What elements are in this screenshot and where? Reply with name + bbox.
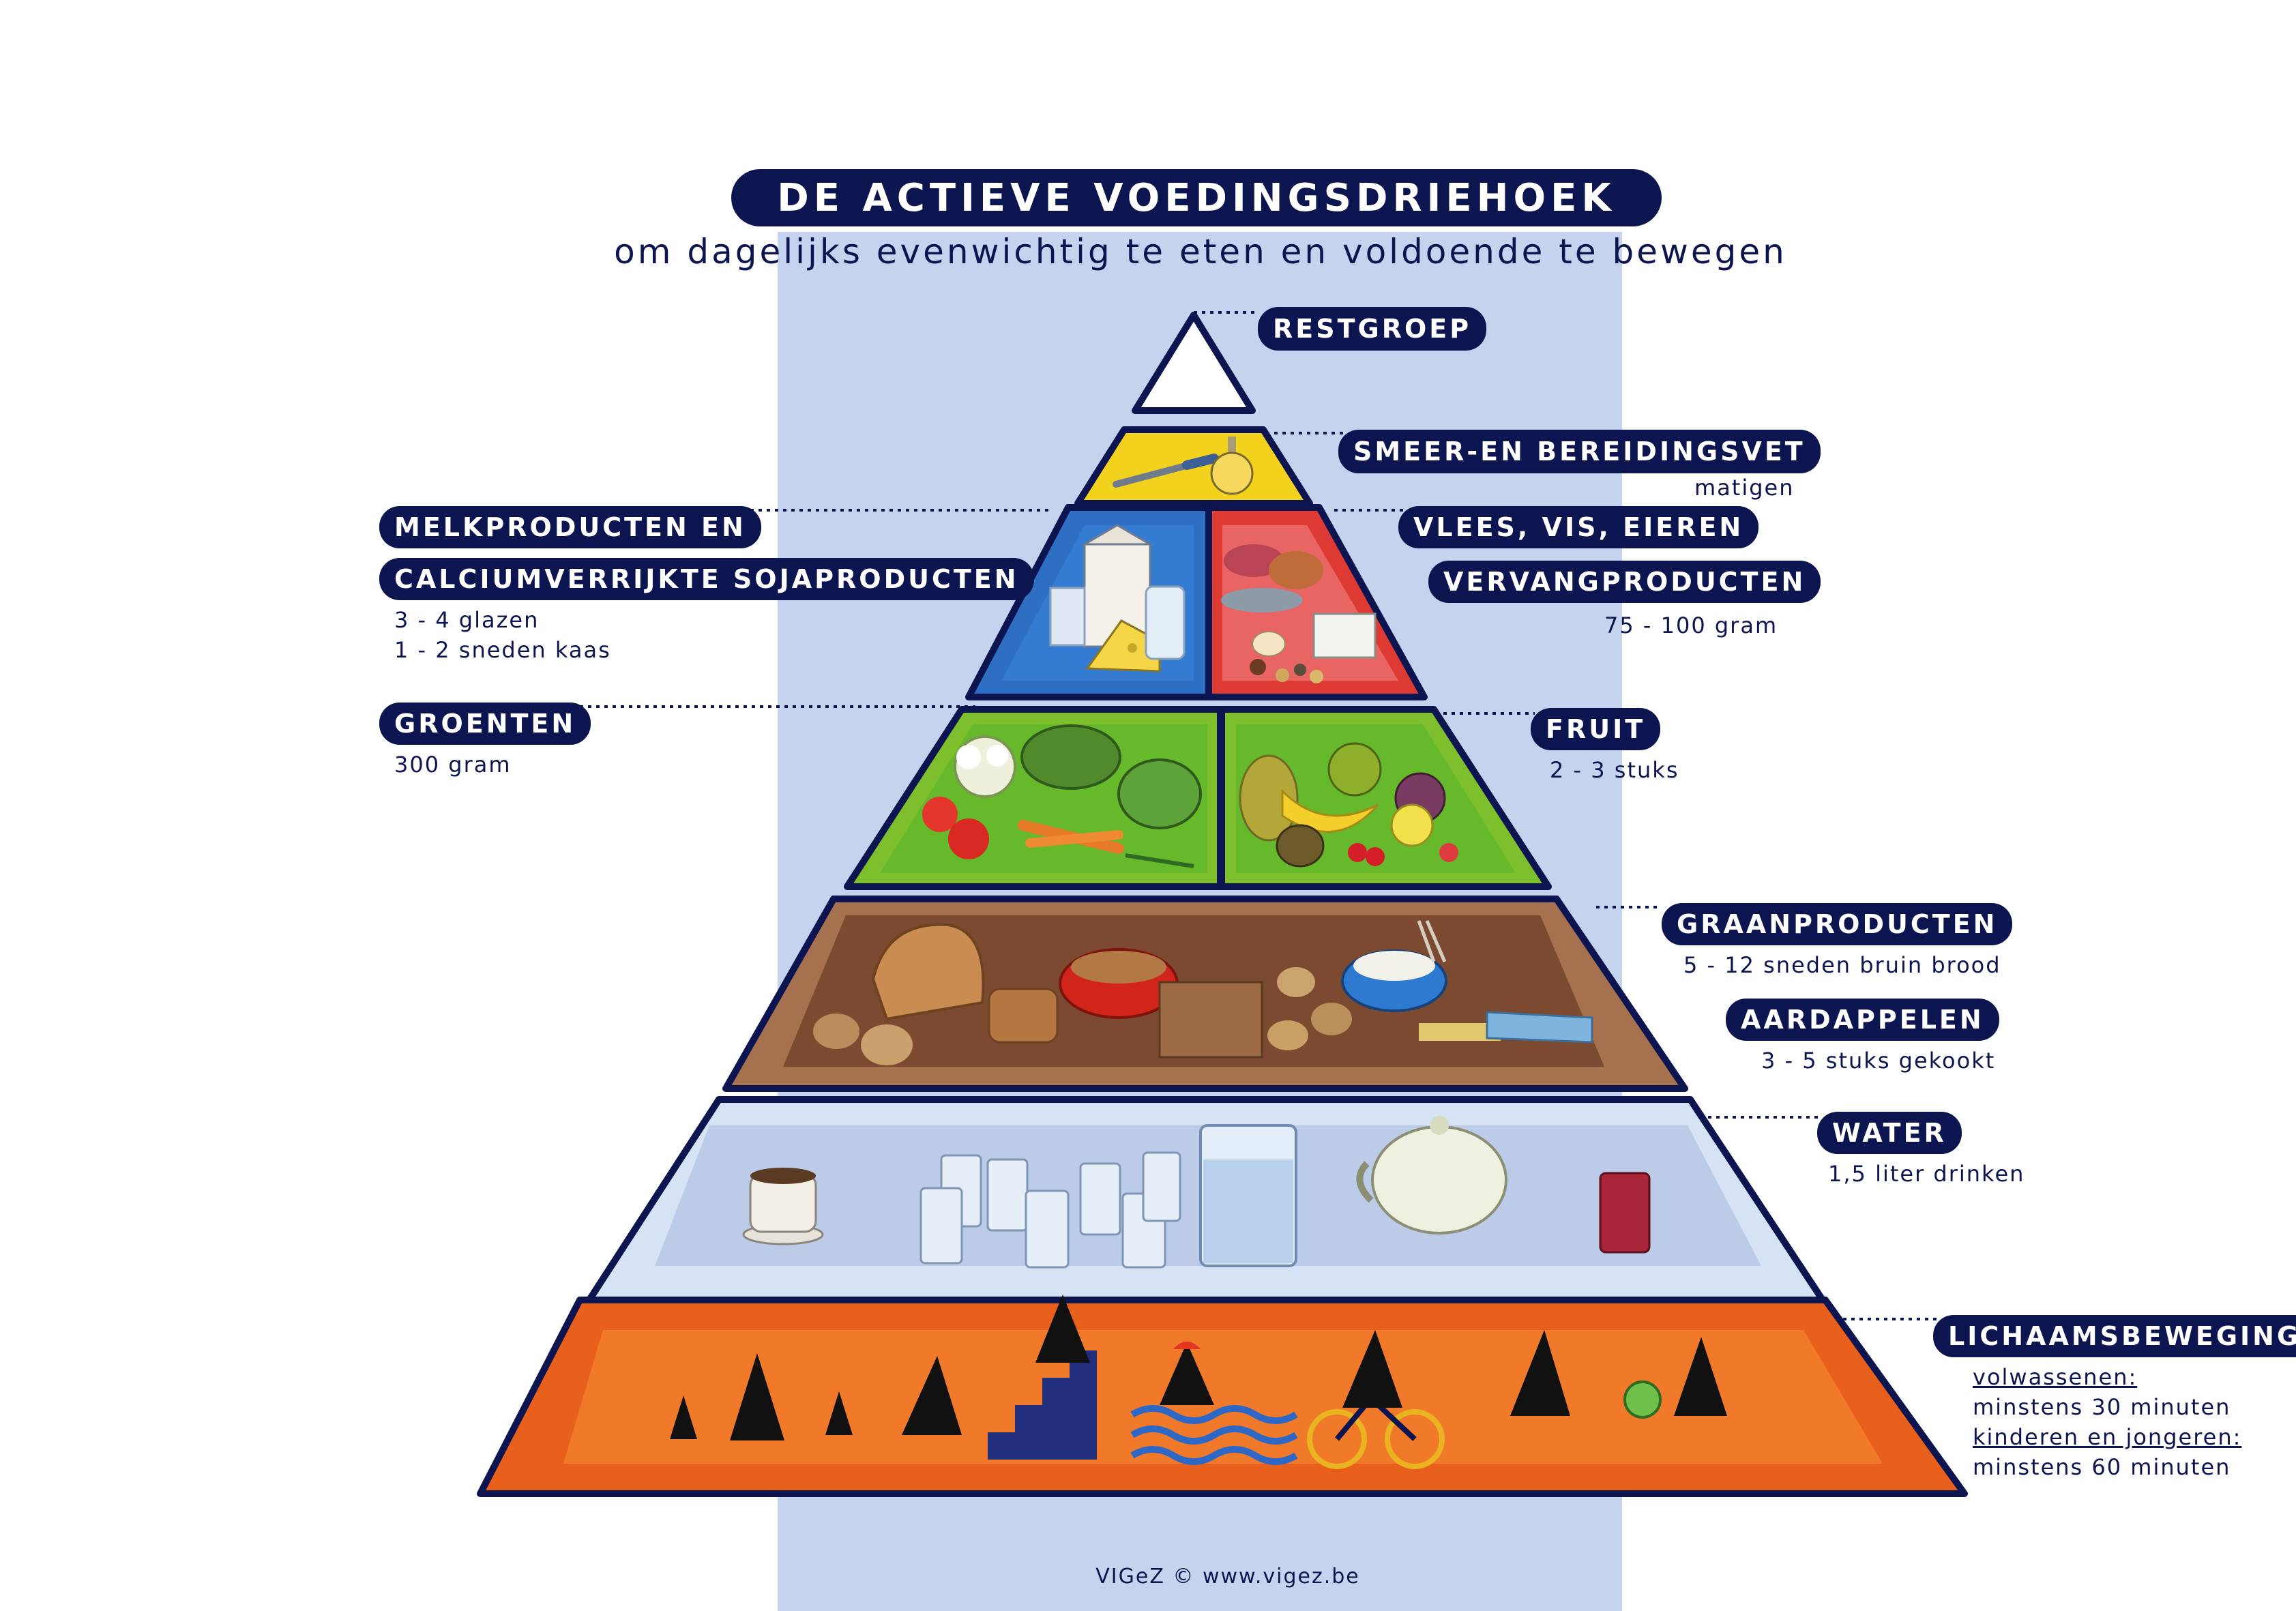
note-beweging-1: volwassenen: (1973, 1364, 2138, 1390)
ball-icon (1623, 1380, 1662, 1419)
note-groenten: 300 gram (394, 752, 512, 778)
page-title: DE ACTIEVE VOEDINGSDRIEHOEK (731, 169, 1662, 226)
note-beweging-4: minstens 60 minuten (1973, 1454, 2231, 1480)
note-vlees: 75 - 100 gram (1604, 612, 1778, 638)
page-subtitle: om dagelijks evenwichtig te eten en vold… (614, 232, 1787, 271)
note-melk-1: 3 - 4 glazen (394, 607, 540, 633)
fruit-icon (1239, 742, 1458, 868)
note-aardappelen: 3 - 5 stuks gekookt (1761, 1048, 1996, 1074)
meat-fish-eggs-icon (1221, 544, 1377, 683)
label-graanproducten: GRAANPRODUCTEN (1662, 903, 2013, 945)
label-water: WATER (1817, 1112, 1962, 1154)
footer-credit: VIGeZ © www.vigez.be (1095, 1565, 1360, 1588)
label-fruit: FRUIT (1531, 708, 1661, 750)
bread-potatoes-icon (813, 920, 1593, 1065)
dancing-triangle-characters-icon (670, 1295, 1727, 1440)
label-vlees-line1: VLEES, VIS, EIEREN (1398, 506, 1759, 548)
note-graan: 5 - 12 sneden bruin brood (1683, 952, 2001, 978)
note-vet: matigen (1694, 475, 1795, 501)
label-restgroep: RESTGROEP (1258, 307, 1487, 351)
note-water: 1,5 liter drinken (1828, 1161, 2025, 1187)
note-fruit: 2 - 3 stuks (1550, 757, 1679, 783)
label-vlees-line2: VERVANGPRODUCTEN (1428, 561, 1821, 603)
label-groenten: GROENTEN (379, 703, 591, 745)
note-beweging-3: kinderen en jongeren: (1973, 1424, 2242, 1450)
swim-waves-icon (1130, 1405, 1298, 1465)
rest-tier (1132, 312, 1256, 414)
drinks-icon (742, 1116, 1651, 1269)
milk-and-cheese-icon (1049, 524, 1186, 673)
label-smeer-en-bereidingsvet: SMEER-EN BEREIDINGSVET (1338, 430, 1821, 473)
label-lichaamsbeweging: LICHAAMSBEWEGING (1933, 1315, 2296, 1357)
vegetables-icon (922, 724, 1202, 868)
label-aardappelen: AARDAPPELEN (1726, 999, 1999, 1041)
leader-lines (580, 311, 1937, 1320)
note-beweging-2: minstens 30 minuten (1973, 1394, 2231, 1420)
label-melkproducten-line2: CALCIUMVERRIJKTE SOJAPRODUCTEN (379, 558, 1034, 600)
swimmer-cap-icon (1173, 1342, 1201, 1349)
label-melkproducten-line1: MELKPRODUCTEN EN (379, 506, 761, 548)
knife-and-oil-icon (1113, 437, 1254, 495)
note-melk-2: 1 - 2 sneden kaas (394, 637, 611, 663)
